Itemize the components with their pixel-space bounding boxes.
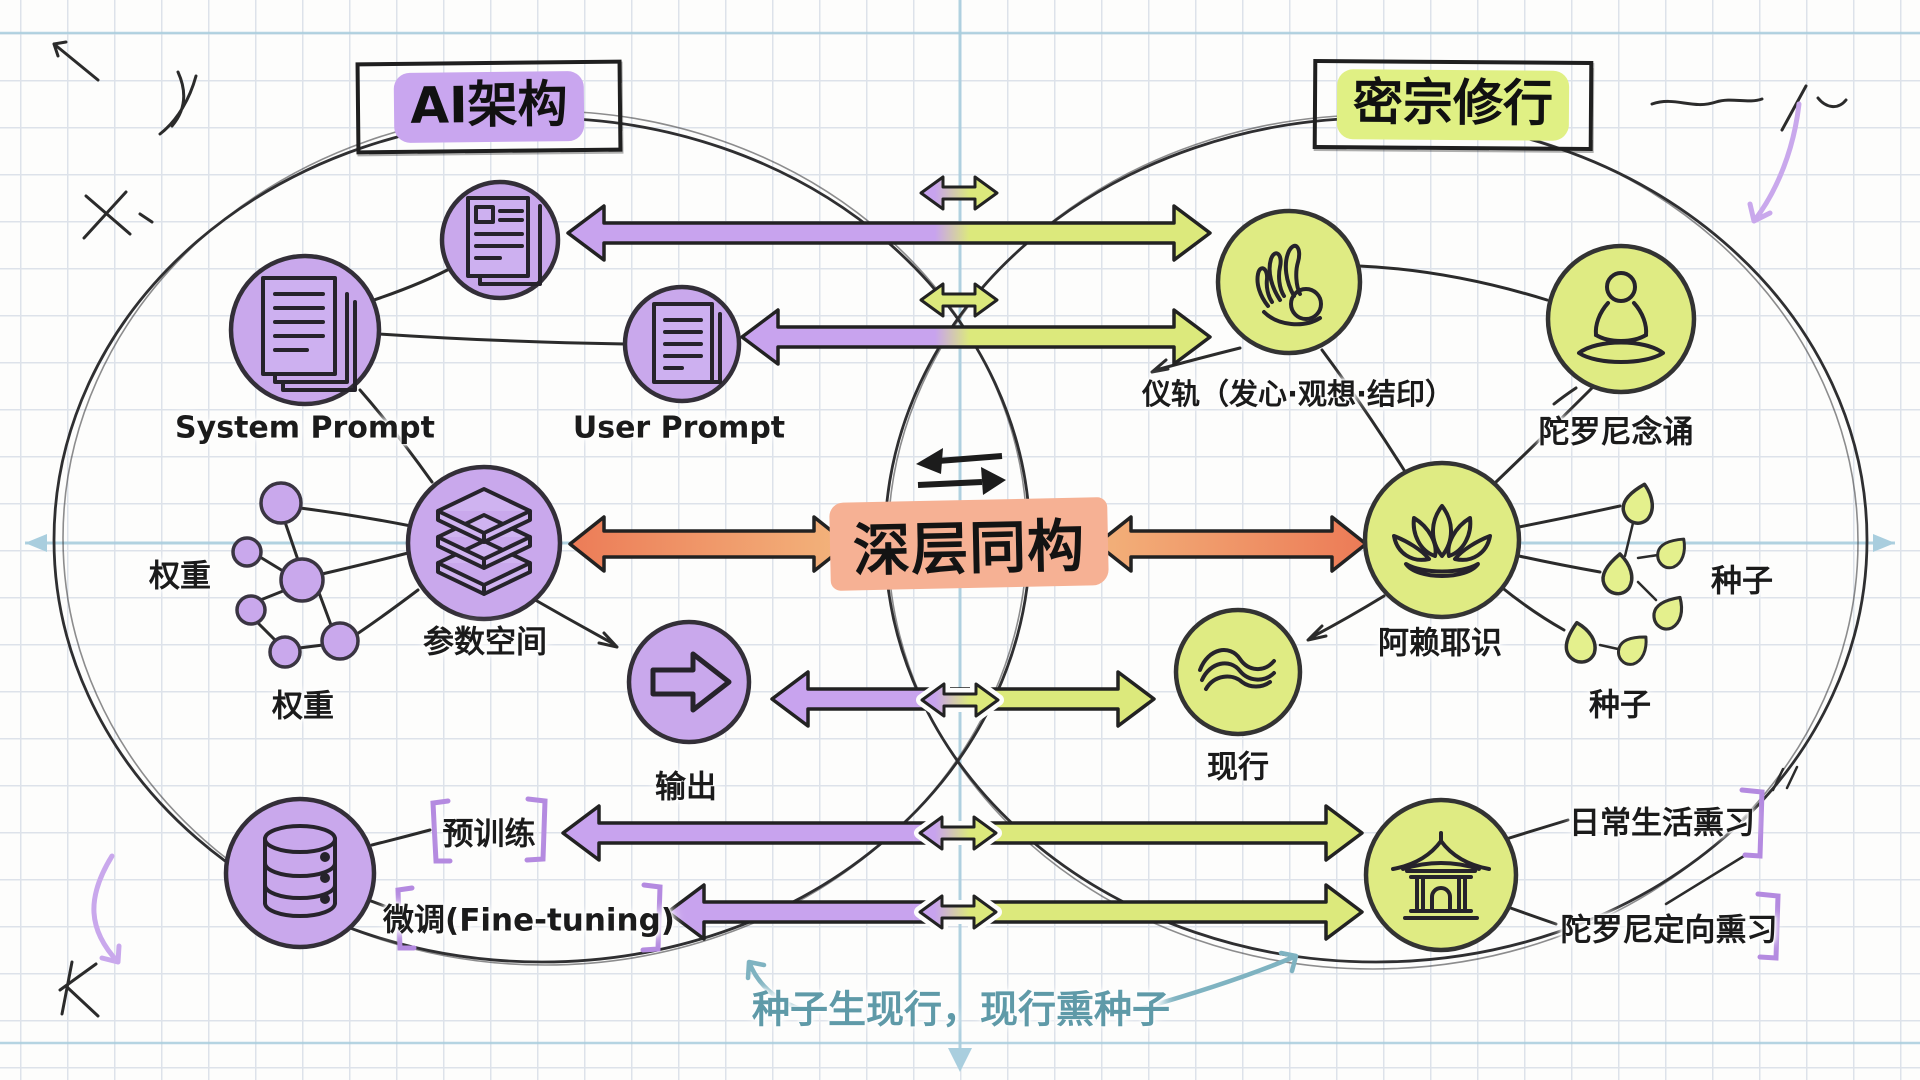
purple-curl-arrow-bottom-left [91,853,122,965]
mini-arrow-row1 [919,175,999,211]
label-parameter-space: 参数空间 [423,624,547,661]
mini-arrow-row3 [916,678,1004,722]
label-finetuning: 微调(Fine-tuning) [383,902,675,939]
connector-diagonal-right [1664,854,1746,906]
database-icon [223,796,377,950]
label-dharani-chanting: 陀罗尼念诵 [1538,414,1694,451]
label-weights-upper: 权重 [149,558,211,595]
purple-curl-arrows [91,101,1802,965]
axis-arrow-left [25,534,47,552]
axis-arrow-right [1873,534,1895,552]
label-output: 输出 [655,769,717,806]
ai-title: AI架构 [393,71,585,143]
scribble-slashes-right [1771,765,1799,792]
mini-arrow-row2 [919,282,999,318]
label-manifestation: 现行 [1207,749,1269,786]
scribble-slash-top-right [1780,84,1848,132]
document-stack-icon [228,253,382,407]
scribble-wave-top-right [1650,97,1764,107]
bracket-pretraining-right [524,796,548,863]
practice-title-box: 密宗修行 [1312,59,1594,151]
purple-brackets [395,787,1781,961]
bracket-finetuning-right [640,882,663,953]
isomorphism-arrow-right [1095,515,1368,573]
mudra-hand-icon [1215,208,1363,356]
exchange-arrow-row2 [740,308,1212,366]
isomorphism-arrow-left [568,515,850,573]
exchange-arrow-row1 [566,204,1212,262]
bracket-directed-right [1755,891,1781,961]
scribble-y-mark [158,70,198,136]
seed-icons [1564,482,1686,666]
layer-stack-icon [405,464,563,622]
teal-arrow-left [745,959,803,1012]
axis-arrow-down [948,1048,972,1072]
bracket-daily-right [1739,787,1765,859]
wave-icon [1173,607,1303,737]
document-icon [622,284,742,404]
ai-nodes [223,179,752,950]
sketch-scribbles [52,40,1848,1018]
isomorphism-label: 深层同构 [829,497,1109,591]
mini-arrow-row5 [914,890,1002,934]
exchange-arrow-row5 [666,883,1364,941]
output-arrow-icon [626,619,752,745]
label-system-prompt: System Prompt [175,410,435,446]
label-dharani-directed: 陀罗尼定向熏习 [1560,912,1778,949]
network-nodes-icon [231,481,360,669]
ai-title-box: AI架构 [355,59,623,155]
meditator-icon [1545,243,1697,395]
label-pretraining: 预训练 [442,816,536,853]
scribble-x-mark [82,190,154,240]
bracket-finetuning-left [395,885,417,951]
label-ritual: 仪轨（发心·观想·结印） [1141,377,1455,411]
mini-double-arrows [914,175,1004,934]
purple-curl-arrow-top-right [1747,101,1802,224]
practice-title: 密宗修行 [1336,69,1570,141]
lotus-icon [1362,460,1522,620]
seed-cycle-annotation: 种子生现行，现行熏种子 [751,987,1171,1032]
label-daily-life: 日常生活熏习 [1569,805,1755,842]
practice-nodes [1173,208,1697,953]
scribble-k-mark [58,960,100,1018]
mini-arrow-row4 [914,811,1002,855]
label-user-prompt: User Prompt [572,410,786,446]
connectors [255,264,1660,926]
label-seeds-right: 种子 [1711,563,1773,600]
teal-swoosh-arrows [745,950,1299,1012]
label-alaya: 阿赖耶识 [1378,625,1502,662]
bracket-pretraining-left [430,798,453,864]
label-weights-lower: 权重 [272,688,334,725]
teal-arrow-right [1137,950,1299,1012]
document-form-icon [439,179,561,301]
temple-icon [1363,797,1519,953]
exchange-icon [916,448,1006,495]
label-seeds-lower: 种子 [1589,687,1651,724]
scribble-arrow-top-left [52,40,100,82]
